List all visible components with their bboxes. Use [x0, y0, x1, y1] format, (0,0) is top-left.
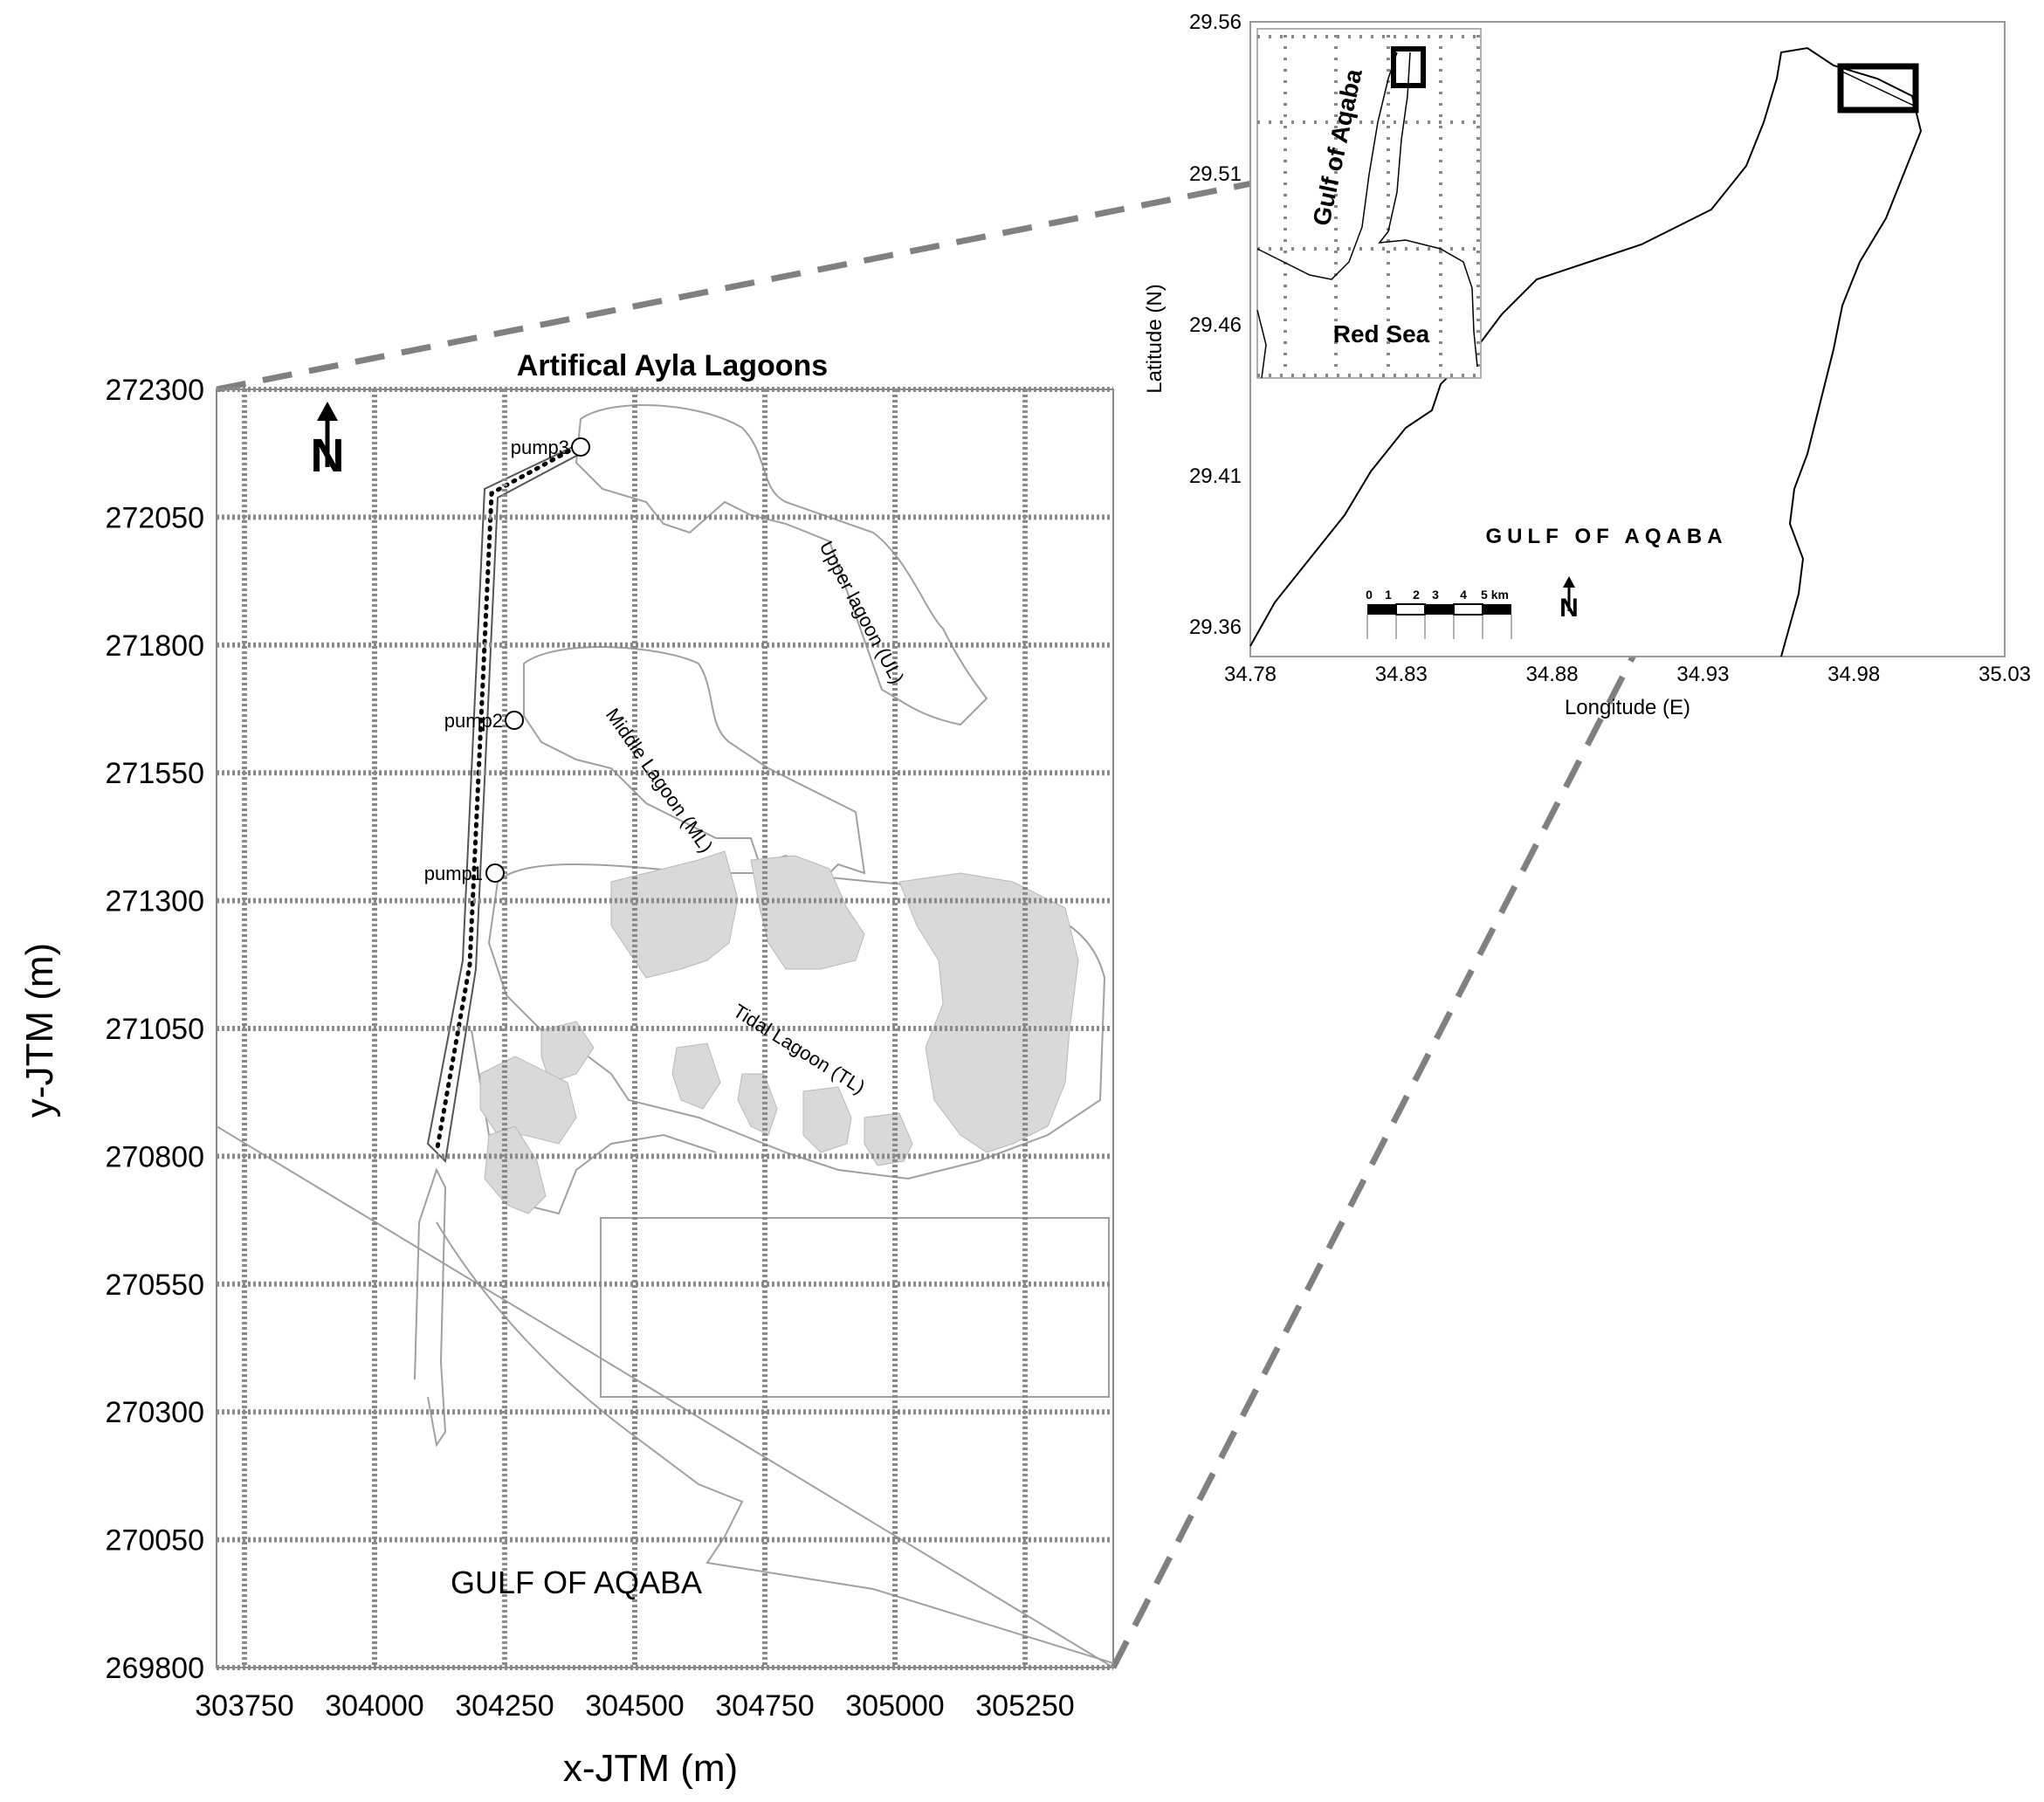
- main-x-ticks: 303750 304000 304250 304500 304750 305000 3052…: [195, 1689, 1074, 1723]
- inset-sea-label: GULF OF AQABA: [1485, 525, 1727, 548]
- north-arrow-icon: N: [311, 402, 345, 482]
- inset-x-tick-label: 34.88: [1526, 663, 1579, 686]
- scale-label-3: 3: [1432, 588, 1439, 602]
- pipeline-dots: [434, 444, 579, 1155]
- pump2-label: pump2: [444, 710, 503, 732]
- x-tick-label: 303750: [195, 1689, 293, 1723]
- coastline-main: [216, 1125, 1114, 1668]
- locator-coast: [1256, 52, 1478, 379]
- pump2-icon: [505, 711, 524, 730]
- inset-coastline: [1249, 46, 1923, 657]
- inset-y-tick-label: 29.56: [1189, 10, 1242, 34]
- main-x-axis-title: x-JTM (m): [563, 1747, 738, 1790]
- scale-label-1: 1: [1385, 588, 1392, 602]
- y-tick-label: 271300: [106, 885, 204, 918]
- locator-east-coast: [1378, 52, 1478, 368]
- y-tick-label: 271050: [106, 1013, 204, 1046]
- x-tick-label: 305000: [845, 1689, 944, 1723]
- main-map: Artifical Ayla Lagoons: [18, 349, 1114, 1790]
- west-coast: [1249, 46, 1923, 657]
- scale-label-0: 0: [1366, 588, 1373, 602]
- locator-frame: [1256, 28, 1482, 379]
- locator-grid: [1257, 35, 1481, 377]
- inset-zoom-box: [1837, 63, 1919, 113]
- pump-marker: pump3: [511, 437, 590, 458]
- scale-label-4: 4: [1460, 588, 1467, 602]
- y-tick-label: 270300: [106, 1396, 204, 1429]
- inset-x-tick-label: 34.83: [1375, 663, 1428, 686]
- scale-label-5: 5 km: [1481, 588, 1509, 602]
- outer-boundary-upper: [575, 404, 988, 726]
- main-y-axis-title: y-JTM (m): [18, 943, 61, 1118]
- x-tick-label: 304750: [715, 1689, 814, 1723]
- island: [898, 872, 1079, 1153]
- middle-lagoon-label: Middle Lagoon (ML): [602, 705, 718, 857]
- y-tick-label: 270800: [106, 1140, 204, 1173]
- coastline-inner: [436, 1221, 1114, 1664]
- scale-label-2: 2: [1413, 588, 1420, 602]
- y-tick-label: 270550: [106, 1269, 204, 1302]
- island: [610, 850, 739, 979]
- inset-zoom-diagonal: [1841, 71, 1917, 107]
- inset-y-tick-label: 29.46: [1189, 313, 1242, 337]
- pump-marker: pump2: [444, 710, 524, 732]
- upper-lagoon-label: Upper lagoon (UL): [816, 538, 909, 688]
- main-y-ticks: 272300 272050 271800 271550 271300 271050 2708…: [106, 374, 204, 1685]
- x-tick-label: 304000: [325, 1689, 423, 1723]
- inset-north-label: N: [1559, 594, 1579, 622]
- x-tick-label: 304250: [455, 1689, 554, 1723]
- island: [750, 855, 865, 970]
- island: [802, 1086, 852, 1153]
- x-tick-label: 305250: [975, 1689, 1074, 1723]
- y-tick-label: 271550: [106, 757, 204, 790]
- inset-x-tick-label: 35.03: [1979, 663, 2031, 686]
- locator-island-coast: [1256, 309, 1267, 379]
- locator-map: Gulf of Aqaba Red Sea: [1256, 28, 1482, 379]
- inset-y-axis-title: Latitude (N): [1143, 284, 1167, 393]
- islands: [479, 850, 1079, 1214]
- inset-map: GULF OF AQABA 0 1 2 3 4 5 km N: [1143, 10, 2031, 719]
- inset-x-axis-title: Longitude (E): [1565, 696, 1690, 719]
- locator-sea-label: Red Sea: [1333, 320, 1430, 347]
- island: [671, 1042, 721, 1110]
- marina-area: [600, 1217, 1110, 1398]
- y-tick-label: 270050: [106, 1524, 204, 1558]
- inset-y-tick-label: 29.41: [1189, 464, 1242, 488]
- inset-x-tick-label: 34.98: [1827, 663, 1880, 686]
- y-tick-label: 269800: [106, 1652, 204, 1685]
- island: [484, 1125, 547, 1214]
- y-tick-label: 272300: [106, 374, 204, 407]
- locator-west-coast: [1256, 52, 1398, 280]
- north-arrow-label: N: [311, 430, 345, 482]
- pump3-icon: [571, 437, 590, 457]
- pipeline: [426, 444, 582, 1164]
- island: [864, 1112, 913, 1166]
- inset-x-tick-label: 34.93: [1676, 663, 1729, 686]
- scale-bar: 0 1 2 3 4 5 km: [1366, 588, 1512, 639]
- channel-outline: [414, 1167, 447, 1448]
- pumps: pump3 pump2 pump1: [424, 437, 590, 884]
- pump3-label: pump3: [511, 437, 569, 458]
- inset-y-tick-label: 29.51: [1189, 162, 1242, 186]
- inset-y-ticks: 29.56 29.51 29.46 29.41 29.36: [1189, 10, 1242, 639]
- y-tick-label: 272050: [106, 501, 204, 534]
- locator-zoom-box: [1391, 46, 1426, 88]
- inset-x-tick-label: 34.78: [1224, 663, 1277, 686]
- main-sea-label: GULF OF AQABA: [451, 1565, 702, 1600]
- island: [540, 1021, 595, 1083]
- y-tick-label: 271800: [106, 629, 204, 663]
- inset-x-ticks: 34.78 34.83 34.88 34.93 34.98 35.03: [1224, 663, 2031, 686]
- pump1-label: pump1: [424, 863, 483, 884]
- inset-north-arrow-icon: N: [1559, 576, 1579, 622]
- pump-marker: pump1: [424, 863, 505, 884]
- main-map-grid: [217, 387, 1113, 1670]
- pump1-icon: [485, 863, 505, 883]
- island: [737, 1073, 778, 1136]
- inset-y-tick-label: 29.36: [1189, 616, 1242, 639]
- main-map-title: Artifical Ayla Lagoons: [517, 349, 828, 382]
- x-tick-label: 304500: [585, 1689, 684, 1723]
